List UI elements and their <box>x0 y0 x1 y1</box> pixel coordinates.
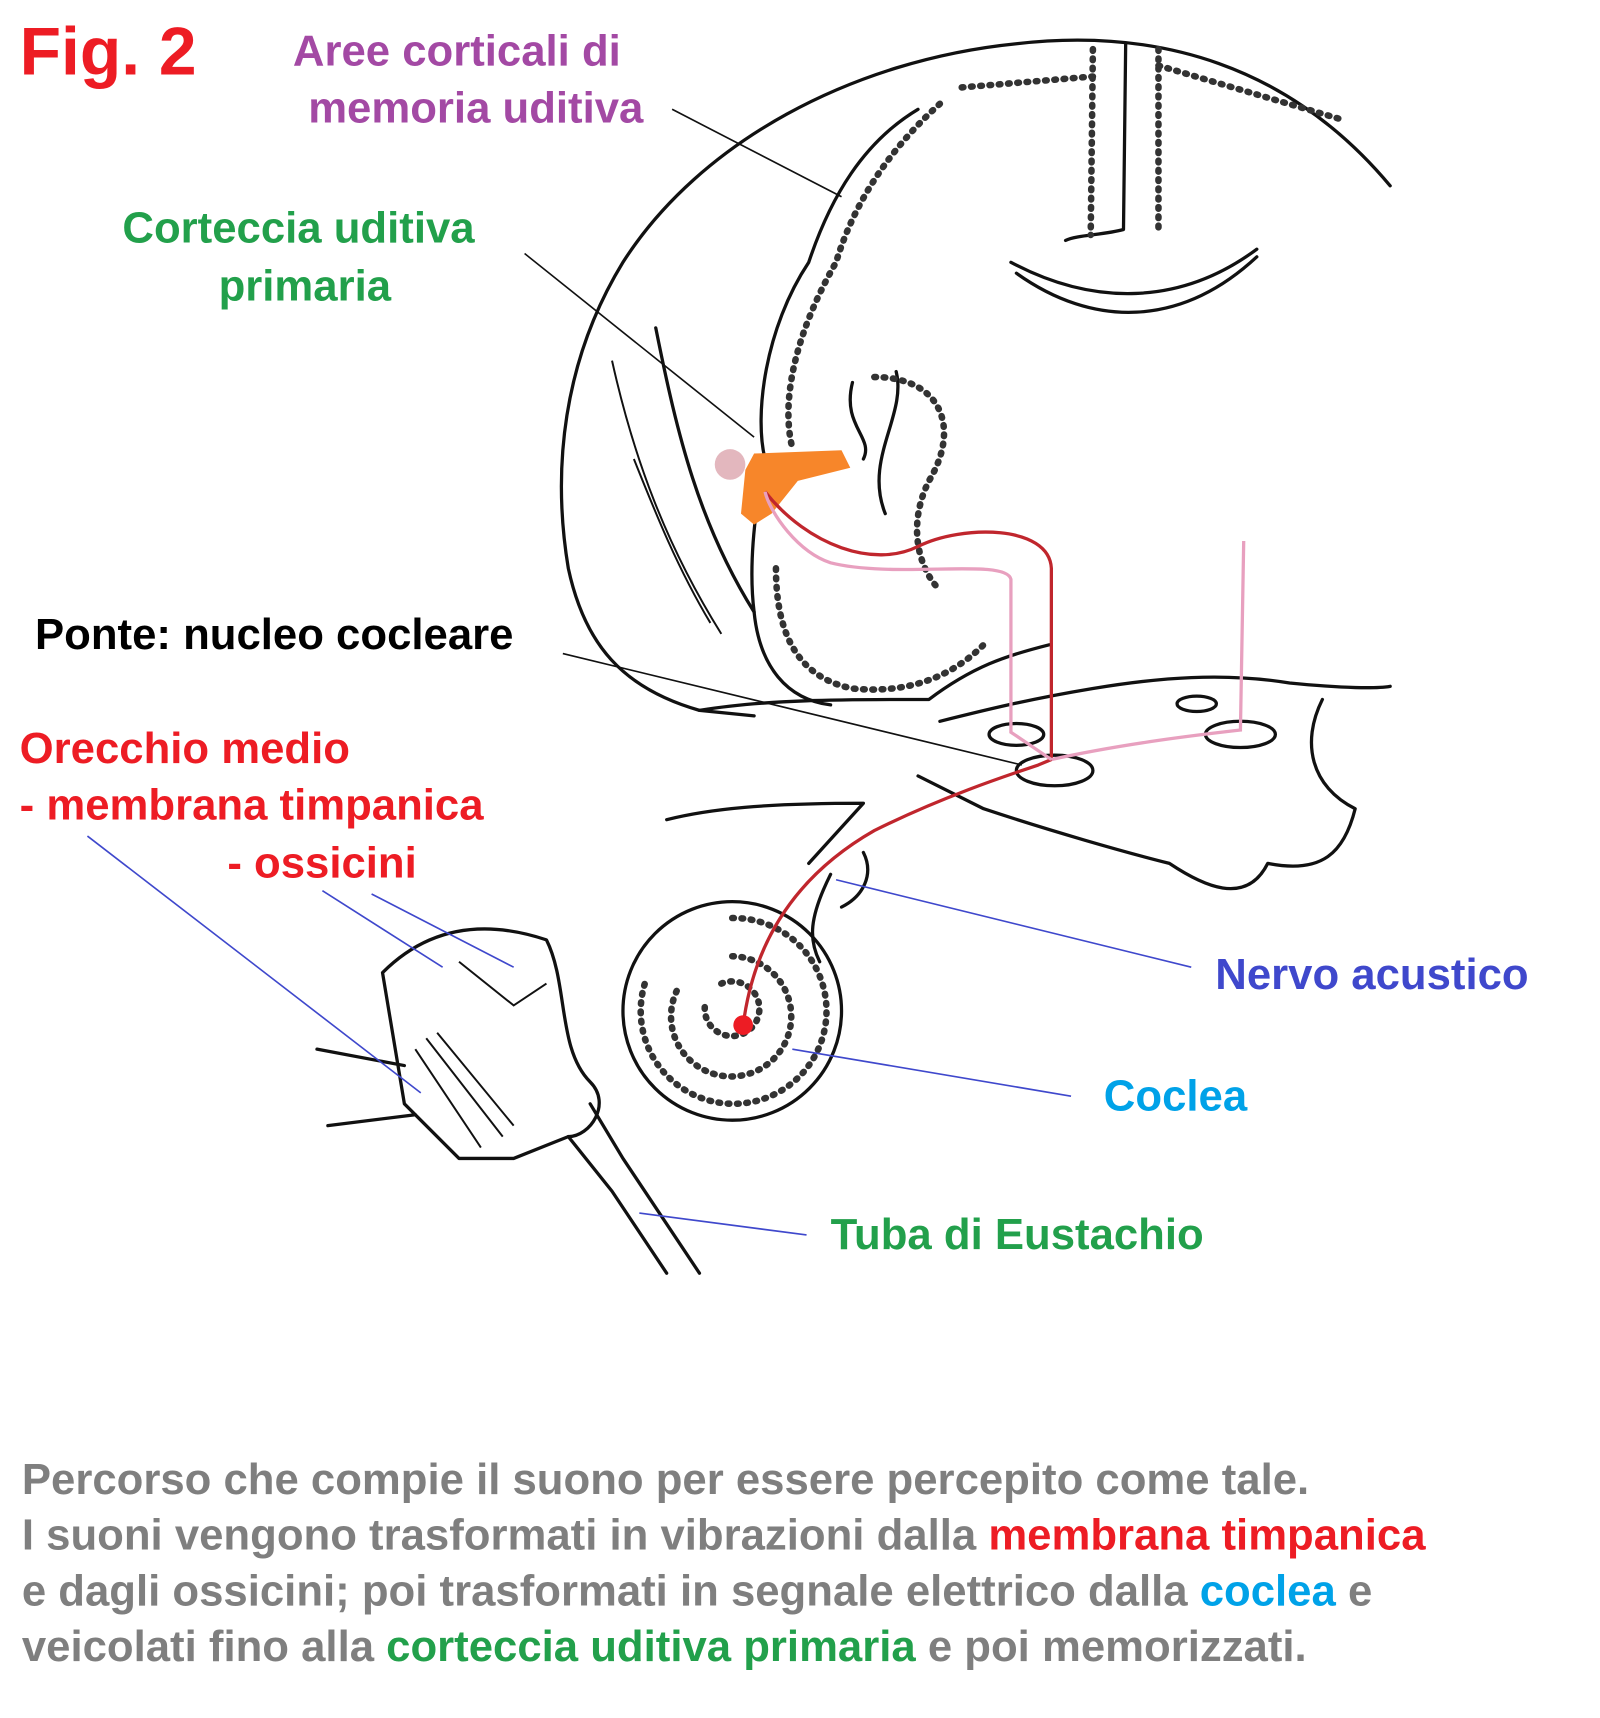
label-ossicles: - ossicini <box>227 839 416 888</box>
figure-label: Fig. 2 <box>20 14 197 89</box>
label-memory-areas-2: memoria uditiva <box>308 83 644 132</box>
caption-line-3: e dagli ossicini; poi trasformati in seg… <box>22 1566 1372 1615</box>
label-eustachian-tube: Tuba di Eustachio <box>831 1210 1204 1259</box>
memory-area-highlight <box>714 449 746 480</box>
leader-lines <box>86 108 1192 1236</box>
label-tympanic-membrane: - membrana timpanica <box>20 781 485 830</box>
pathway-dark <box>741 490 1054 1026</box>
ear-drawing <box>315 801 870 1275</box>
label-cochlea: Coclea <box>1104 1071 1248 1120</box>
caption-line-1: Percorso che compie il suono per essere … <box>22 1455 1309 1504</box>
brain-drawing <box>559 38 1392 718</box>
cochlea-origin-dot <box>733 1015 754 1035</box>
primary-cortex-highlight <box>740 450 851 525</box>
label-primary-cortex-1: Corteccia uditiva <box>122 204 475 253</box>
caption-line-4: veicolati fino alla corteccia uditiva pr… <box>22 1622 1307 1671</box>
pathway-light <box>763 491 1246 762</box>
label-acoustic-nerve: Nervo acustico <box>1215 950 1528 999</box>
caption: Percorso che compie il suono per essere … <box>22 1455 1426 1671</box>
caption-line-2: I suoni vengono trasformati in vibrazion… <box>22 1511 1426 1560</box>
label-middle-ear: Orecchio medio <box>20 724 350 773</box>
neural-pathways <box>733 490 1246 1035</box>
label-pons: Ponte: nucleo cocleare <box>35 610 513 659</box>
label-memory-areas-1: Aree corticali di <box>293 27 621 76</box>
label-primary-cortex-2: primaria <box>219 262 392 311</box>
